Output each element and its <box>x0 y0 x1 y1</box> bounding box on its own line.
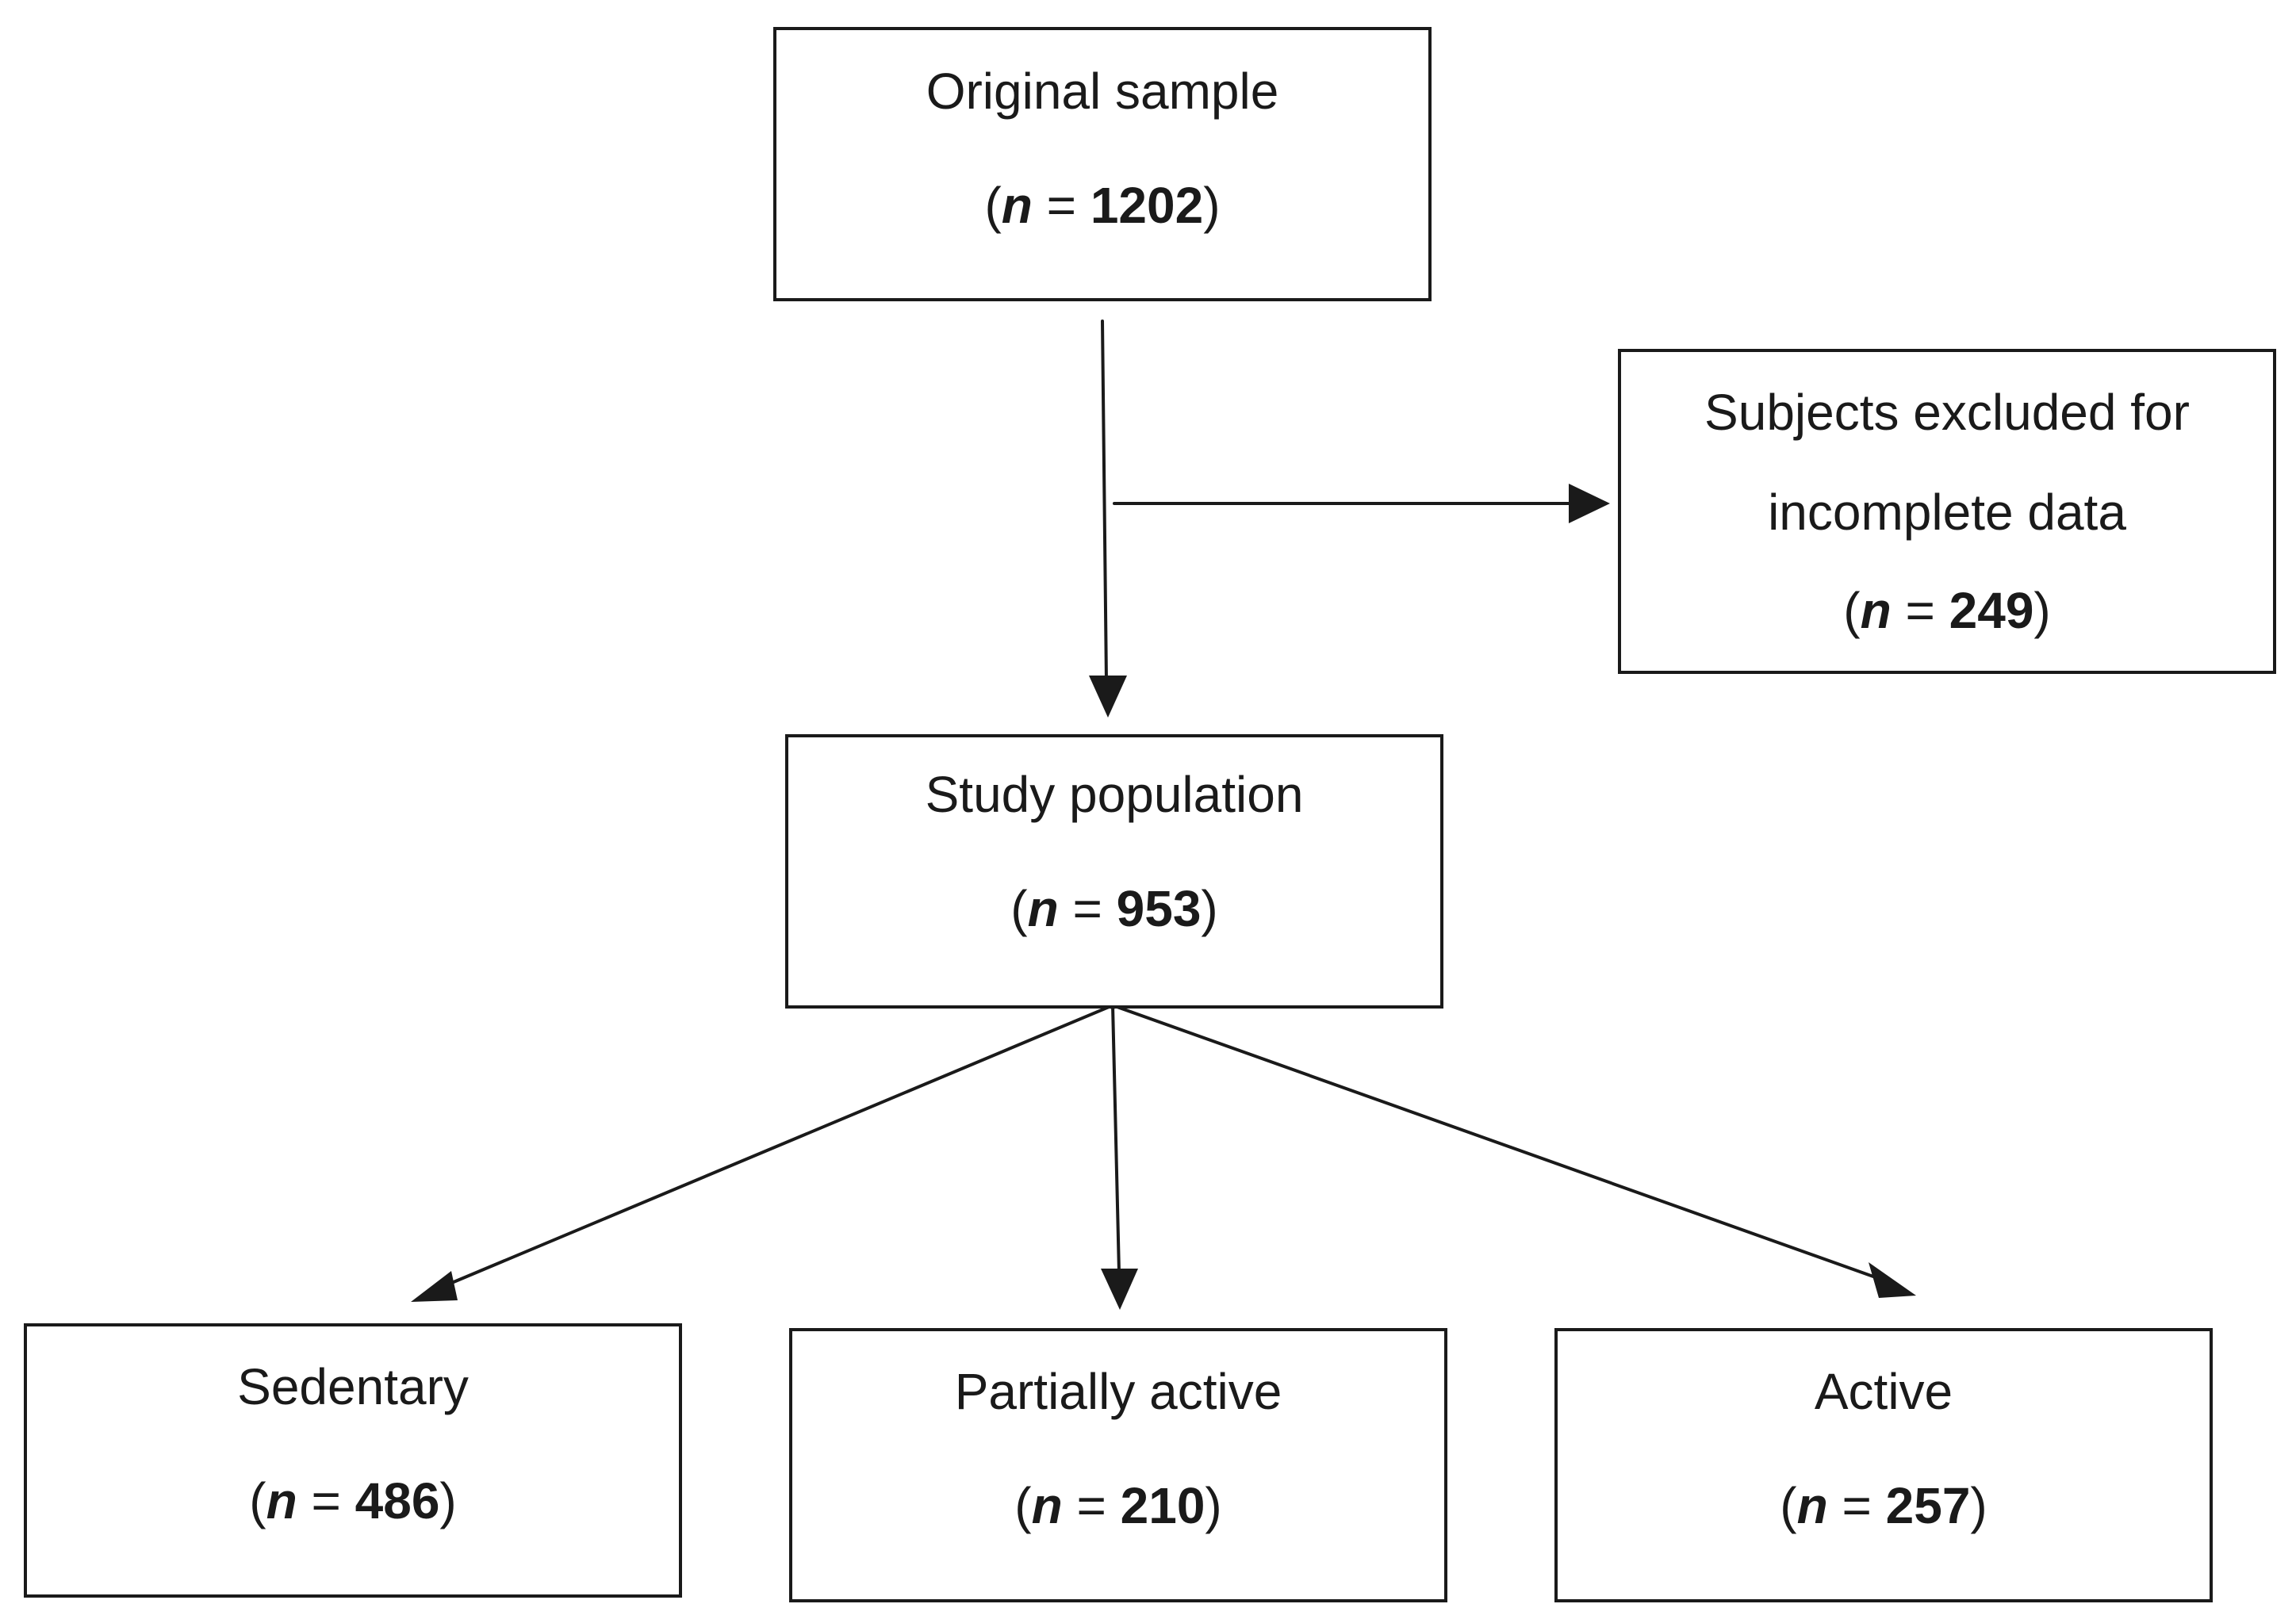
arrow-study-to-active <box>1111 1004 1875 1278</box>
study-population-box: Study population (n = 953) <box>785 734 1443 1009</box>
excluded-count: 249 <box>1949 582 2034 639</box>
n-variable: n <box>1001 177 1033 234</box>
study-population-label: Study population <box>925 766 1304 823</box>
arrow-original-to-study <box>1101 320 1108 683</box>
active-label: Active <box>1814 1363 1953 1420</box>
original-sample-count: 1202 <box>1090 177 1204 234</box>
sedentary-box: Sedentary (n = 486) <box>24 1323 682 1598</box>
partially-active-label: Partially active <box>954 1363 1282 1420</box>
study-population-count: 953 <box>1116 880 1202 937</box>
n-variable: n <box>1860 582 1892 639</box>
n-variable: n <box>266 1472 297 1529</box>
original-sample-count-line: (n = 1202) <box>984 177 1221 234</box>
active-count: 257 <box>1885 1477 1971 1534</box>
n-variable: n <box>1027 880 1059 937</box>
n-variable: n <box>1031 1477 1063 1534</box>
arrow-study-to-partial <box>1111 1004 1121 1274</box>
study-population-count-line: (n = 953) <box>1010 880 1218 937</box>
active-box: Active (n = 257) <box>1554 1328 2213 1602</box>
partially-active-count-line: (n = 210) <box>1014 1477 1222 1534</box>
arrowhead-active <box>1869 1262 1916 1298</box>
original-sample-box: Original sample (n = 1202) <box>773 27 1432 301</box>
arrowhead-study <box>1089 676 1127 718</box>
original-sample-label: Original sample <box>926 63 1279 120</box>
sedentary-label: Sedentary <box>237 1358 469 1415</box>
partially-active-box: Partially active (n = 210) <box>789 1328 1447 1602</box>
excluded-label-line2: incomplete data <box>1768 484 2126 541</box>
excluded-subjects-box: Subjects excluded for incomplete data (n… <box>1618 349 2276 674</box>
excluded-label-line1: Subjects excluded for <box>1704 384 2190 441</box>
active-count-line: (n = 257) <box>1780 1477 1987 1534</box>
arrowhead-excluded <box>1569 484 1610 523</box>
sedentary-count-line: (n = 486) <box>249 1472 457 1529</box>
arrowhead-sedentary <box>411 1271 458 1302</box>
n-variable: n <box>1796 1477 1828 1534</box>
excluded-count-line: (n = 249) <box>1843 582 2051 639</box>
partially-active-count: 210 <box>1120 1477 1205 1534</box>
arrow-study-to-sedentary <box>443 1004 1114 1288</box>
sedentary-count: 486 <box>355 1472 440 1529</box>
arrowhead-partial <box>1101 1269 1138 1310</box>
